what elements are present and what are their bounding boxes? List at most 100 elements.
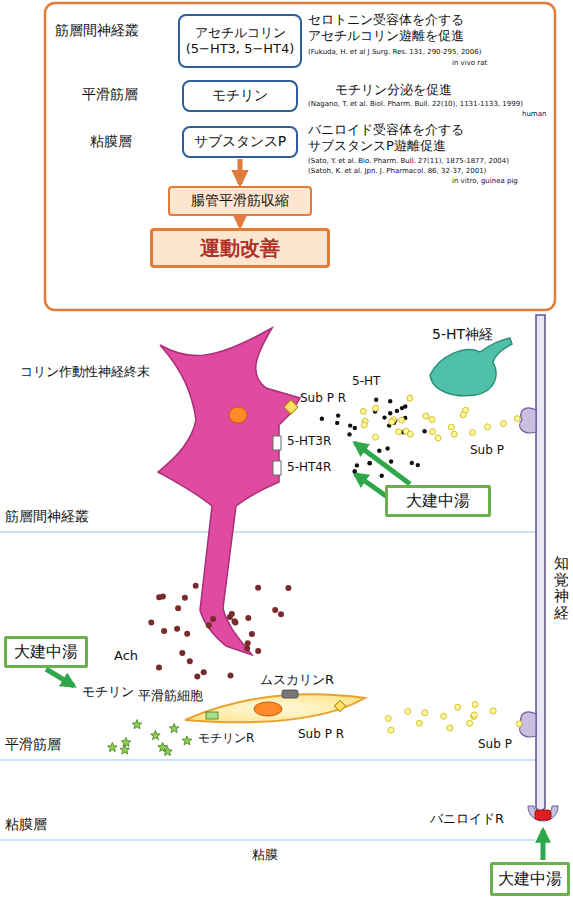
5ht3-receptor <box>273 436 281 450</box>
serotonin-molecule <box>320 417 324 421</box>
acetylcholine-molecule <box>193 583 199 589</box>
serotonin-molecule <box>385 446 389 450</box>
substance-p-molecule <box>416 720 422 726</box>
substance-p-molecule <box>407 431 413 437</box>
molecule-name: Sub P <box>470 443 504 457</box>
serotonin-molecule <box>410 461 414 465</box>
smooth-muscle-cell <box>185 694 365 722</box>
serotonin-neuron <box>430 338 512 396</box>
layer-name: 筋層間神経叢 <box>55 22 139 39</box>
serotonin-molecule <box>353 469 357 473</box>
vanilloid-pocket <box>528 806 558 821</box>
molecule-name: 5-HT <box>352 374 380 388</box>
layer-name: 平滑筋層 <box>5 736 61 753</box>
motilin-receptor <box>206 712 218 719</box>
process-box: 腸管平滑筋収縮 <box>168 186 312 216</box>
substance-p-molecule <box>467 720 473 726</box>
subp-receptor <box>334 700 345 711</box>
serotonin-molecule <box>368 461 372 465</box>
substance-p-molecule <box>485 424 491 430</box>
5ht4-receptor <box>273 461 281 475</box>
herbal-medicine-box: 大建中湯 <box>4 636 88 668</box>
box-text: 大建中湯 <box>14 642 78 662</box>
acetylcholine-molecule <box>187 658 193 664</box>
result-box: 運動改善 <box>150 228 330 268</box>
acetylcholine-molecule <box>245 640 251 646</box>
serotonin-molecule <box>367 461 371 465</box>
part-name: コリン作動性神経終末 <box>20 364 150 380</box>
acetylcholine-molecule <box>229 611 235 617</box>
part-name: バニロイドR <box>430 811 504 827</box>
molecule-name: Sub P <box>478 737 512 751</box>
effect-note: セロトニン受容体を介する アセチルコリン遊離を促進 <box>308 12 471 43</box>
substance-p-molecule <box>455 704 461 710</box>
vanilloid-receptor <box>535 810 551 820</box>
substance-p-molecule <box>471 712 477 718</box>
substance-p-molecule <box>441 713 447 719</box>
study-type: human <box>522 110 546 118</box>
serotonin-molecule <box>416 463 420 467</box>
process-box: サブスタンスP <box>182 126 298 158</box>
part-name: 知覚神経 <box>554 555 569 621</box>
box-text: アセチルコリン (5−HT3, 5−HT4) <box>185 25 295 58</box>
layer-line <box>0 759 535 760</box>
process-box: モチリン <box>182 80 298 112</box>
substance-p-molecule <box>460 412 466 418</box>
acetylcholine-molecule <box>278 611 284 617</box>
substance-p-molecule <box>407 395 413 401</box>
motilin-molecule <box>108 743 118 752</box>
nucleus <box>254 702 282 716</box>
receptor-name: モチリンR <box>198 731 254 745</box>
substance-p-molecule <box>514 416 520 422</box>
molecule-dots <box>108 395 523 755</box>
box-text: 大建中湯 <box>498 869 562 889</box>
summary-frame <box>45 3 555 310</box>
herbal-medicine-box: 大建中湯 <box>490 862 570 896</box>
serotonin-molecule <box>353 426 357 430</box>
effect-note: バニロイド受容体を介する サブスタンスP遊離促進 <box>308 122 471 153</box>
motilin-molecule <box>169 724 179 733</box>
acetylcholine-molecule <box>244 646 250 652</box>
subp-release-site <box>520 408 536 433</box>
acetylcholine-molecule <box>210 616 216 622</box>
layer-name: 粘膜層 <box>90 133 132 150</box>
citation: (Sato, Y. et al. Bio. Pharm. Bull. 27(11… <box>308 157 509 165</box>
substance-p-molecule <box>447 725 453 731</box>
box-text: 大建中湯 <box>406 491 470 511</box>
receptor-name: ムスカリンR <box>260 672 334 688</box>
acetylcholine-molecule <box>232 619 238 625</box>
acetylcholine-molecule <box>160 594 166 600</box>
box-text: 腸管平滑筋収縮 <box>191 192 289 210</box>
layer-name: 平滑筋層 <box>82 86 138 103</box>
acetylcholine-molecule <box>175 605 181 611</box>
serotonin-molecule <box>380 474 384 478</box>
acetylcholine-molecule <box>174 626 180 632</box>
substance-p-molecule <box>396 429 402 435</box>
substance-p-molecule <box>399 417 405 423</box>
acetylcholine-molecule <box>206 622 212 628</box>
substance-p-molecule <box>361 422 367 428</box>
serotonin-molecule <box>403 404 407 408</box>
substance-p-molecule <box>430 429 436 435</box>
box-text: 運動改善 <box>200 236 280 261</box>
serotonin-molecule <box>374 398 378 402</box>
motilin-molecule <box>182 736 192 745</box>
muscarinic-receptor <box>282 690 298 698</box>
substance-p-molecule <box>472 701 478 707</box>
substance-p-molecule <box>500 421 506 427</box>
part-name: 平滑筋細胞 <box>138 688 203 704</box>
subp-receptor <box>284 400 298 414</box>
substance-p-molecule <box>435 435 441 441</box>
process-box: アセチルコリン (5−HT3, 5−HT4) <box>178 14 302 68</box>
layer-name: 粘膜層 <box>5 816 47 833</box>
serotonin-molecule <box>422 429 426 433</box>
layer-name: 粘膜 <box>252 847 278 863</box>
acetylcholine-molecule <box>182 595 188 601</box>
serotonin-molecule <box>388 399 392 403</box>
serotonin-molecule <box>336 413 340 417</box>
serotonin-molecule <box>347 432 351 436</box>
acetylcholine-molecule <box>179 650 185 656</box>
layer-line <box>0 531 535 532</box>
serotonin-molecule <box>389 459 393 463</box>
substance-p-molecule <box>385 716 391 722</box>
